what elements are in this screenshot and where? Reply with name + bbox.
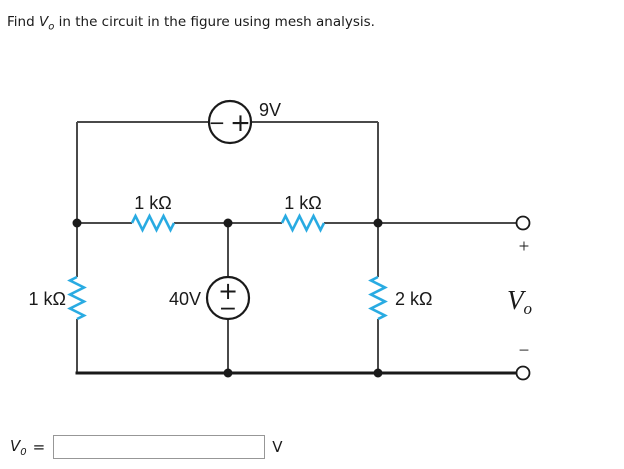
output-terminals: + − Vo [507, 215, 532, 381]
resistors [67, 213, 388, 321]
component-labels: 9V 1 kΩ 1 kΩ 1 kΩ 40V 2 kΩ [29, 100, 433, 309]
vo-variable: Vo [38, 14, 55, 33]
answer-input[interactable] [53, 435, 266, 459]
source-9v-circle [207, 99, 253, 145]
output-voltage-letter: V [507, 285, 527, 315]
problem-text-prefix: Find [7, 14, 39, 30]
vo-variable-subscript: o [48, 21, 55, 33]
terminal-negative [515, 365, 531, 381]
problem-text-suffix: in the circuit in the figure using mesh … [54, 14, 375, 30]
minus-icon: − [209, 111, 226, 135]
junction-dot [373, 368, 383, 378]
junction-dots [72, 218, 383, 378]
plus-icon: + [230, 108, 251, 137]
resistor-mid-right-zigzag [280, 213, 326, 233]
answer-variable-letter: V [10, 436, 21, 455]
resistor-mid-left-zigzag [130, 213, 176, 233]
equals-sign: = [32, 438, 46, 456]
wires [75, 121, 517, 375]
answer-variable: V0 [10, 437, 27, 458]
answer-variable-subscript: 0 [20, 446, 27, 458]
voltage-source-9v: − + [207, 99, 253, 145]
resistor-left-label: 1 kΩ [29, 289, 66, 309]
vo-variable-letter: V [38, 14, 49, 30]
output-voltage-label: Vo [507, 285, 532, 318]
output-voltage-subscript: o [524, 299, 533, 318]
source-40v-circle [205, 275, 251, 321]
resistor-left-zigzag [67, 275, 87, 321]
answer-unit: V [272, 438, 283, 456]
junction-dot [223, 218, 233, 228]
resistor-mid-left-label: 1 kΩ [134, 193, 171, 213]
answer-row: V0 = V [10, 433, 282, 461]
source-40v-label: 40V [169, 289, 201, 309]
problem-statement: Find Vo in the circuit in the figure usi… [7, 14, 375, 33]
junction-dot [72, 218, 82, 228]
resistor-right-label: 2 kΩ [395, 289, 432, 309]
junction-dot [373, 218, 383, 228]
resistor-mid-right-label: 1 kΩ [284, 193, 321, 213]
source-9v-label: 9V [259, 100, 281, 120]
terminal-positive [515, 215, 531, 231]
output-plus-sign: + [519, 237, 530, 258]
junction-dot [223, 368, 233, 378]
minus-icon: − [219, 297, 237, 322]
output-minus-sign: − [519, 341, 530, 362]
resistor-right-zigzag [368, 275, 388, 321]
voltage-source-40v: + − [205, 275, 251, 322]
plus-icon: + [218, 277, 238, 305]
